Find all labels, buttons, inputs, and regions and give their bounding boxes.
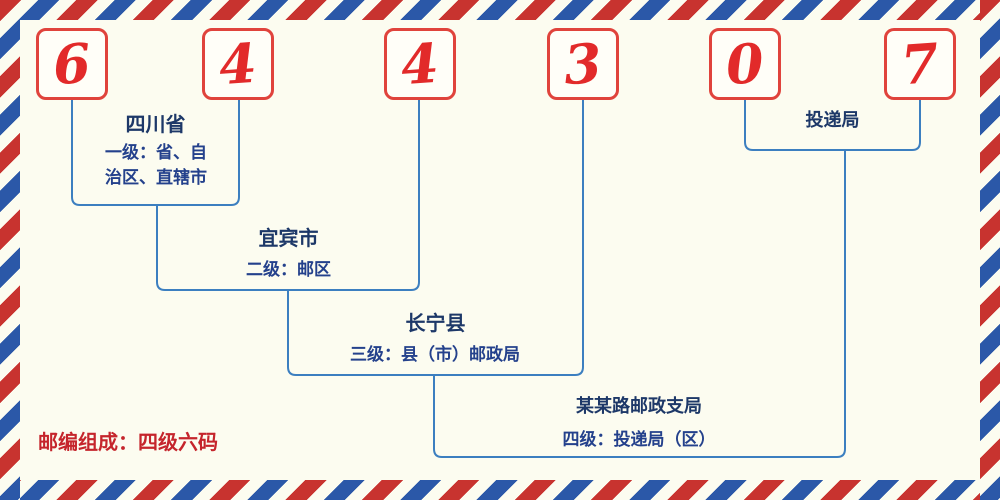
digit-1: 6 xyxy=(51,30,93,98)
bracket-level1 xyxy=(71,100,240,206)
composition-note: 邮编组成：四级六码 xyxy=(38,430,218,454)
airmail-border-bottom xyxy=(0,480,1000,500)
airmail-border-left xyxy=(0,0,20,500)
desc-level2: 二级：邮区 xyxy=(246,260,331,280)
airmail-border-top xyxy=(0,0,1000,20)
label-delivery-office: 投递局 xyxy=(805,110,860,131)
label-branch-office: 某某路邮政支局 xyxy=(576,396,702,417)
digit-box-6: 7 xyxy=(884,28,956,100)
digit-box-1: 6 xyxy=(36,28,108,100)
label-city: 宜宾市 xyxy=(258,226,319,250)
label-county: 长宁县 xyxy=(405,311,466,335)
desc-level1: 一级：省、自治区、直辖市 xyxy=(105,143,207,188)
desc-level3: 三级：县（市）邮政局 xyxy=(350,345,520,365)
digit-box-5: 0 xyxy=(709,28,781,100)
digit-6: 7 xyxy=(899,30,941,98)
digit-5: 0 xyxy=(724,30,766,98)
digit-box-2: 4 xyxy=(202,28,274,100)
desc-level4: 四级：投递局（区） xyxy=(562,430,716,450)
digit-box-3: 4 xyxy=(384,28,456,100)
digit-2: 4 xyxy=(217,30,259,98)
bracket-level4 xyxy=(433,150,846,458)
bracket-level3 xyxy=(287,100,584,376)
digit-3: 4 xyxy=(399,30,441,98)
digit-4: 3 xyxy=(562,30,604,98)
bracket-delivery xyxy=(744,100,921,151)
label-province: 四川省 xyxy=(125,112,186,136)
digit-box-4: 3 xyxy=(547,28,619,100)
airmail-border-right xyxy=(980,0,1000,500)
